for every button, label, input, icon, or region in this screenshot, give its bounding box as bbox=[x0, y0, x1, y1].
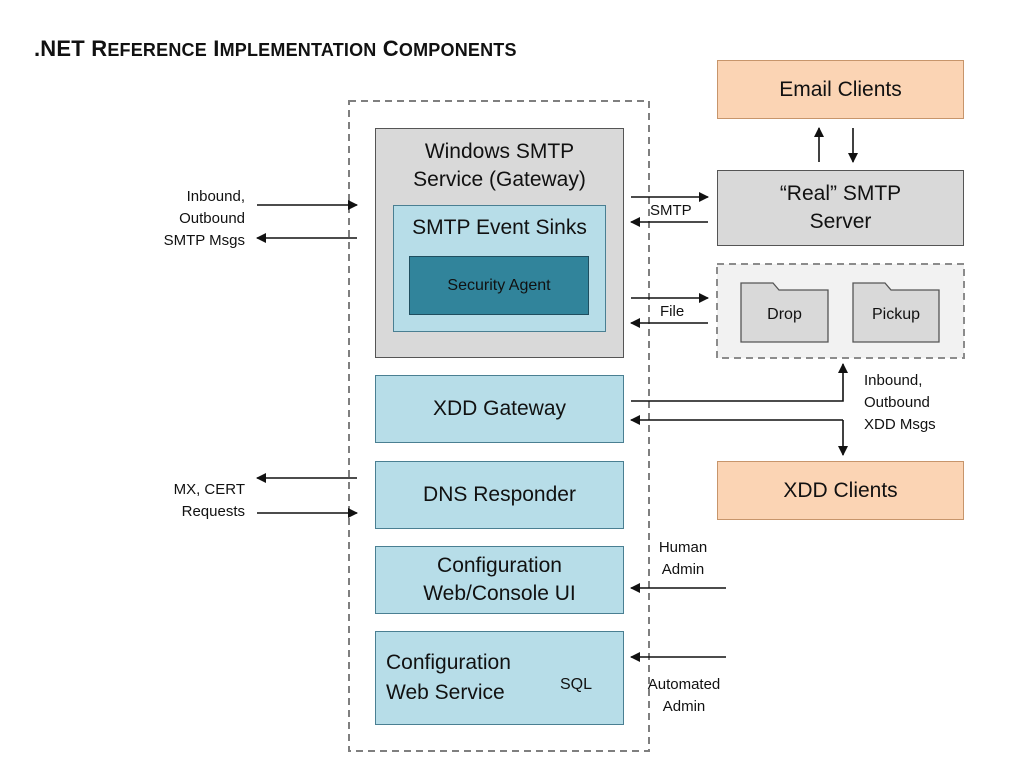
dns-responder-box: DNS Responder bbox=[375, 461, 624, 529]
dns-responder-label: DNS Responder bbox=[423, 483, 576, 506]
smtp-protocol-label: SMTP bbox=[650, 202, 692, 219]
inbound-outbound-xdd-label: Inbound, Outbound XDD Msgs bbox=[864, 372, 936, 433]
arrow-xdd-to-folders bbox=[631, 363, 848, 402]
page-title: .NET REFERENCE IMPLEMENTATION COMPONENTS bbox=[34, 36, 517, 61]
email-clients-label: Email Clients bbox=[779, 77, 902, 101]
security-agent-box: Security Agent bbox=[409, 256, 589, 315]
configuration-web-service-label: Configuration Web Service bbox=[386, 651, 511, 704]
automated-admin-label: Automated Admin bbox=[647, 676, 721, 715]
smtp-event-sinks-label: SMTP Event Sinks bbox=[412, 216, 587, 239]
real-smtp-server-box: “Real” SMTP Server bbox=[717, 170, 964, 246]
security-agent-label: Security Agent bbox=[447, 276, 551, 294]
xdd-clients-box: XDD Clients bbox=[717, 461, 964, 520]
real-smtp-server-label: “Real” SMTP Server bbox=[779, 182, 902, 233]
configuration-ui-label: Configuration Web/Console UI bbox=[423, 554, 576, 605]
drop-folder-label: Drop bbox=[767, 306, 802, 323]
file-protocol-label: File bbox=[660, 303, 685, 320]
human-admin-label: Human Admin bbox=[658, 539, 708, 578]
sql-label: SQL bbox=[559, 676, 592, 693]
email-clients-box: Email Clients bbox=[717, 60, 964, 119]
pickup-folder-icon bbox=[852, 282, 940, 343]
inbound-outbound-smtp-label: Inbound, Outbound SMTP Msgs bbox=[163, 188, 245, 249]
drop-folder-icon bbox=[740, 282, 829, 343]
configuration-web-service-box: Configuration Web Service bbox=[375, 631, 624, 725]
mx-cert-requests-label: MX, CERT Requests bbox=[173, 481, 245, 520]
reference-implementation-boundary bbox=[348, 100, 650, 752]
configuration-ui-box: Configuration Web/Console UI bbox=[375, 546, 624, 614]
xdd-clients-label: XDD Clients bbox=[783, 478, 898, 502]
windows-smtp-service-label: Windows SMTP Service (Gateway) bbox=[413, 140, 586, 191]
pickup-folder-label: Pickup bbox=[871, 306, 921, 323]
xdd-gateway-label: XDD Gateway bbox=[432, 397, 567, 420]
xdd-gateway-box: XDD Gateway bbox=[375, 375, 624, 443]
